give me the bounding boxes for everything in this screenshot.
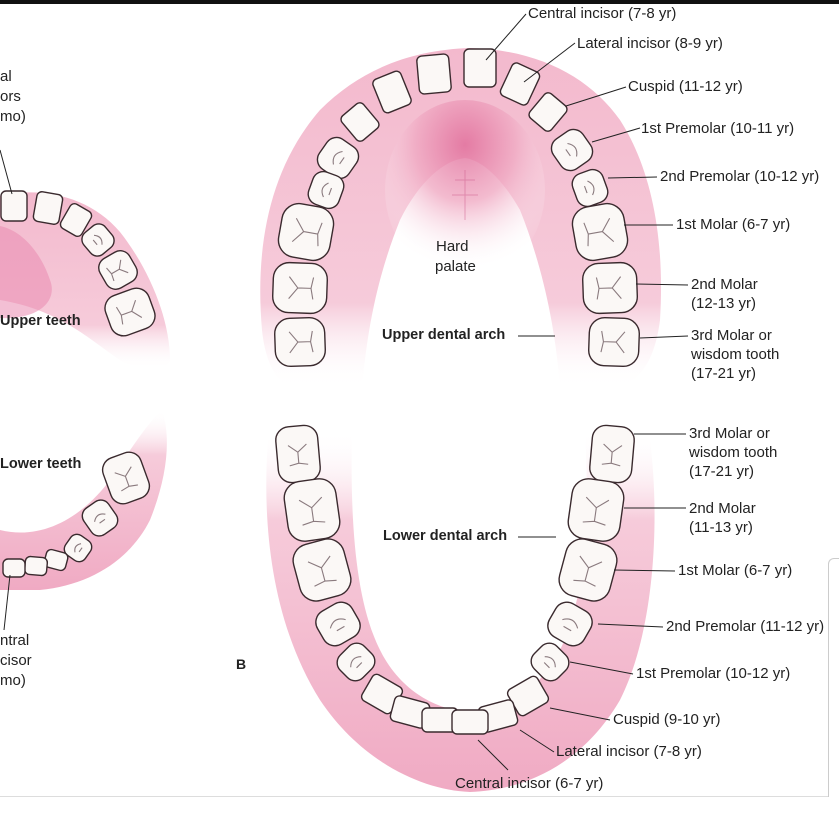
hard-palate-line2: palate [435, 258, 476, 275]
upper-2nd-molar-line2: (12-13 yr) [691, 295, 757, 312]
lower-central-incisor-label: Central incisor (6-7 yr) [455, 775, 604, 792]
left-panel-tooth-7 [81, 499, 119, 537]
leader-upper-central-incisor [485, 13, 527, 61]
lower-lateral-incisor-label: Lateral incisor (7-8 yr) [556, 743, 702, 760]
upper-lateral-incisor-label: Lateral incisor (8-9 yr) [577, 35, 723, 52]
lower-right-tooth-2 [558, 538, 618, 602]
left-panel-tooth-3 [81, 223, 115, 257]
left-panel-tooth-0 [0, 190, 28, 222]
lower-left-tooth-0 [275, 424, 321, 484]
lower-left-tooth-1 [283, 478, 341, 542]
lower-2nd-premolar-label: 2nd Premolar (11-12 yr) [666, 618, 825, 635]
upper-teeth-row [271, 48, 640, 368]
upper-left-tooth-0 [416, 53, 452, 95]
upper-left-tooth-7 [274, 316, 326, 368]
left-upper-teeth-label: Upper teeth [0, 313, 81, 329]
side-panel-edge [828, 558, 839, 797]
upper-3rd-molar-line2: wisdom tooth [691, 346, 780, 363]
left-upper-label-line3: mo) [0, 108, 26, 125]
leader-left-upper [0, 149, 13, 195]
upper-2nd-molar-line1: 2nd Molar [691, 276, 758, 293]
leader-upper-cuspid [565, 86, 627, 107]
left-partial-teeth [0, 190, 156, 578]
upper-left-tooth-4 [307, 170, 345, 210]
lower-gum [266, 430, 655, 792]
lower-right-tooth-4 [530, 642, 570, 682]
upper-right-tooth-2 [528, 92, 568, 132]
panel-letter: B [236, 656, 247, 672]
upper-2nd-premolar-label: 2nd Premolar (10-12 yr) [660, 168, 820, 185]
bottom-toolbar-area [0, 796, 839, 840]
lower-arch-label: Lower dental arch [383, 528, 508, 544]
left-panel-tooth-6 [101, 451, 151, 505]
left-lower-teeth-label: Lower teeth [0, 456, 82, 472]
lower-right-tooth-7 [451, 709, 489, 735]
lower-teeth-row [275, 424, 635, 735]
left-lower-label-line2: cisor [0, 652, 32, 669]
left-lower-label-line1: ntral [0, 632, 30, 649]
upper-right-tooth-5 [571, 202, 629, 262]
left-lower-gum [0, 410, 167, 590]
left-panel-tooth-5 [104, 287, 156, 337]
leader-upper-1st-premolar [591, 127, 641, 143]
leader-left-lower [3, 574, 11, 631]
upper-right-tooth-6 [581, 261, 639, 315]
top-border [0, 0, 839, 4]
left-panel-tooth-8 [63, 533, 93, 563]
upper-left-tooth-6 [271, 261, 329, 315]
lower-right-tooth-3 [547, 601, 593, 647]
upper-right-tooth-1 [499, 62, 541, 106]
leader-lower-1st-molar [613, 569, 676, 572]
leader-lower-2nd-premolar [597, 623, 664, 628]
upper-right-tooth-7 [588, 316, 640, 368]
lower-2nd-molar-line1: 2nd Molar [689, 500, 756, 517]
leader-lower-central-incisor-to-tooth [477, 739, 509, 771]
left-panel-tooth-9 [43, 548, 69, 572]
upper-left-tooth-2 [340, 102, 380, 142]
left-panel-tooth-1 [32, 191, 64, 225]
upper-3rd-molar-line1: 3rd Molar or [691, 327, 772, 344]
upper-central-incisor-label: Central incisor (7-8 yr) [528, 5, 677, 22]
lower-right-tooth-1 [567, 478, 625, 542]
left-panel-tooth-2 [59, 203, 93, 237]
lower-cuspid-label: Cuspid (9-10 yr) [613, 711, 721, 728]
upper-1st-premolar-label: 1st Premolar (10-11 yr) [641, 120, 795, 137]
leader-lines [0, 13, 689, 771]
leader-upper-lateral-incisor [523, 42, 576, 83]
upper-left-tooth-5 [277, 202, 335, 262]
left-upper-label-line2: ors [0, 88, 21, 105]
upper-3rd-molar-line3: (17-21 yr) [691, 365, 757, 382]
upper-left-tooth-1 [372, 70, 412, 114]
lower-3rd-molar-line1: 3rd Molar or [689, 425, 770, 442]
leader-lower-lateral-incisor [519, 729, 555, 753]
lower-3rd-molar-line2: wisdom tooth [689, 444, 778, 461]
lower-2nd-molar-line2: (11-13 yr) [689, 519, 753, 536]
leader-upper-2nd-molar [635, 283, 689, 286]
upper-cuspid-label: Cuspid (11-12 yr) [628, 78, 743, 95]
leader-upper-3rd-molar [639, 335, 689, 339]
left-panel-tooth-10 [23, 555, 49, 577]
upper-right-tooth-4 [571, 168, 609, 208]
upper-1st-molar-label: 1st Molar (6-7 yr) [676, 216, 791, 233]
upper-right-tooth-0 [463, 48, 497, 88]
leader-upper-2nd-premolar [607, 176, 658, 179]
lower-left-tooth-2 [292, 538, 352, 602]
lower-1st-molar-label: 1st Molar (6-7 yr) [678, 562, 793, 579]
lower-left-tooth-3 [315, 601, 361, 647]
hard-palate-line1: Hard [436, 238, 469, 255]
leader-lower-1st-premolar [569, 661, 634, 675]
upper-right-tooth-3 [550, 128, 594, 172]
left-panel-tooth-4 [98, 250, 138, 290]
lower-3rd-molar-line3: (17-21 yr) [689, 463, 755, 480]
lower-right-tooth-0 [589, 424, 635, 484]
upper-arch-label: Upper dental arch [382, 327, 506, 343]
leader-lower-cuspid [549, 707, 611, 721]
left-panel-tooth-11 [2, 558, 26, 578]
left-lower-label-line3: mo) [0, 672, 26, 689]
lower-1st-premolar-label: 1st Premolar (10-12 yr) [636, 665, 791, 682]
left-upper-label-line1: al [0, 68, 12, 85]
lower-left-tooth-4 [336, 642, 376, 682]
